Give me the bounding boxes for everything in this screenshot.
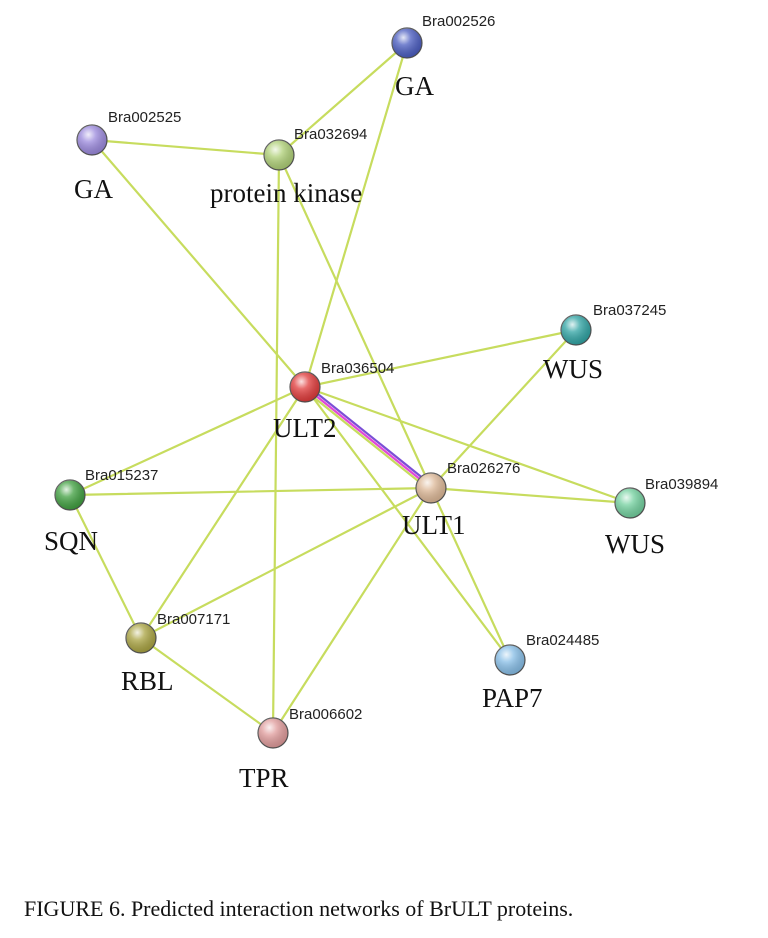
node-name-label: protein kinase <box>210 178 362 208</box>
node-id-label: Bra039894 <box>645 476 718 493</box>
node-sheen <box>392 28 422 58</box>
edge-Bra026276-Bra007171 <box>139 486 433 640</box>
node-sheen <box>77 125 107 155</box>
node-id-label: Bra002525 <box>108 109 181 126</box>
edge-Bra026276-Bra006602 <box>271 486 433 735</box>
node-name-label: WUS <box>605 529 665 559</box>
node-id-label: Bra007171 <box>157 611 230 628</box>
node-id-label: Bra037245 <box>593 302 666 319</box>
edge-Bra036504-Bra015237 <box>68 385 307 497</box>
node-name-label: ULT1 <box>402 510 466 540</box>
node-sheen <box>55 480 85 510</box>
figure-caption: FIGURE 6. Predicted interaction networks… <box>24 896 574 921</box>
edge-Bra036504-Bra026276 <box>302 383 434 492</box>
node-name-label: ULT2 <box>273 413 337 443</box>
node-sheen <box>561 315 591 345</box>
edge-Bra036504-Bra007171 <box>139 385 307 640</box>
node-sheen <box>416 473 446 503</box>
node-sheen <box>258 718 288 748</box>
node-name-label: TPR <box>239 763 289 793</box>
edge-Bra015237-Bra007171 <box>68 493 143 640</box>
edge-Bra002525-Bra036504 <box>90 138 307 389</box>
node-sheen <box>264 140 294 170</box>
node-name-label: RBL <box>121 666 174 696</box>
edge-strand <box>303 385 433 490</box>
edge-Bra036504-Bra039894 <box>303 385 632 505</box>
edge-Bra032694-Bra006602 <box>271 153 281 735</box>
node-id-label: Bra015237 <box>85 467 158 484</box>
node-Bra032694[interactable]: Bra032694 protein kinase <box>210 126 367 208</box>
edge-Bra036504-Bra037245 <box>303 328 578 389</box>
edge-Bra026276-Bra024485 <box>429 486 512 662</box>
edge-strand <box>302 387 431 492</box>
edge-Bra002525-Bra032694 <box>90 138 281 157</box>
node-name-label: GA <box>395 71 434 101</box>
node-id-label: Bra024485 <box>526 632 599 649</box>
node-id-label: Bra026276 <box>447 460 520 477</box>
edges-layer <box>68 41 632 735</box>
edge-Bra032694-Bra026276 <box>277 153 433 490</box>
node-sheen <box>126 623 156 653</box>
node-id-label: Bra002526 <box>422 13 495 30</box>
node-name-label: GA <box>74 174 113 204</box>
node-id-label: Bra036504 <box>321 360 394 377</box>
edge-strand <box>305 383 434 488</box>
node-name-label: PAP7 <box>482 683 543 713</box>
node-id-label: Bra006602 <box>289 706 362 723</box>
edge-Bra002526-Bra036504 <box>303 41 409 389</box>
edge-Bra015237-Bra026276 <box>68 486 433 497</box>
edge-Bra002526-Bra032694 <box>277 41 409 157</box>
node-sheen <box>615 488 645 518</box>
node-sheen <box>495 645 525 675</box>
edge-Bra037245-Bra026276 <box>429 328 578 490</box>
node-name-label: WUS <box>543 354 603 384</box>
edge-Bra007171-Bra006602 <box>139 636 275 735</box>
node-id-label: Bra032694 <box>294 126 367 143</box>
edge-Bra026276-Bra039894 <box>429 486 632 505</box>
node-name-label: SQN <box>44 526 98 556</box>
node-sheen <box>290 372 320 402</box>
